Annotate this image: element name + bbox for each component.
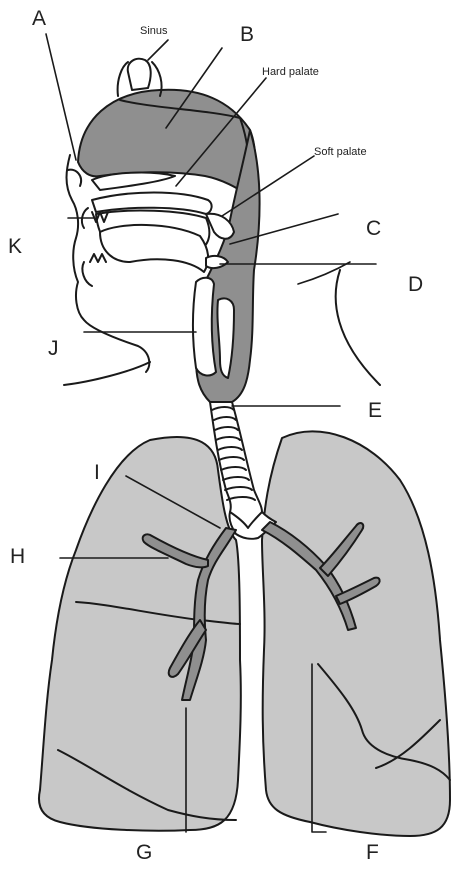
right-lung — [39, 437, 241, 831]
sinus-cavity — [128, 59, 151, 90]
label-C: C — [366, 218, 381, 239]
label-A: A — [32, 8, 46, 29]
nasal-concha — [92, 173, 175, 190]
label-F: F — [366, 842, 379, 863]
label-H: H — [10, 546, 25, 567]
leader-A — [46, 34, 76, 160]
label-E: E — [368, 400, 382, 421]
label-D: D — [408, 274, 423, 295]
teeth-lower — [90, 254, 106, 262]
soft-palate-annotation: Soft palate — [314, 147, 367, 158]
nostril-notch — [68, 170, 81, 186]
hard-palate-annotation: Hard palate — [262, 67, 319, 78]
leader-D-arc — [298, 262, 350, 284]
left-lung — [262, 431, 450, 836]
label-G: G — [136, 842, 152, 863]
label-B: B — [240, 24, 254, 45]
label-K: K — [8, 236, 22, 257]
epiglottis — [193, 278, 216, 376]
tongue — [100, 225, 208, 272]
sinus-annotation: Sinus — [140, 26, 168, 37]
sinus-outline — [118, 62, 128, 96]
label-J: J — [48, 338, 59, 359]
chin-neck-line — [64, 362, 150, 385]
back-of-head-curve — [336, 270, 380, 385]
label-I: I — [94, 462, 100, 483]
leader-sinus — [148, 40, 168, 60]
lower-lip — [82, 262, 92, 286]
